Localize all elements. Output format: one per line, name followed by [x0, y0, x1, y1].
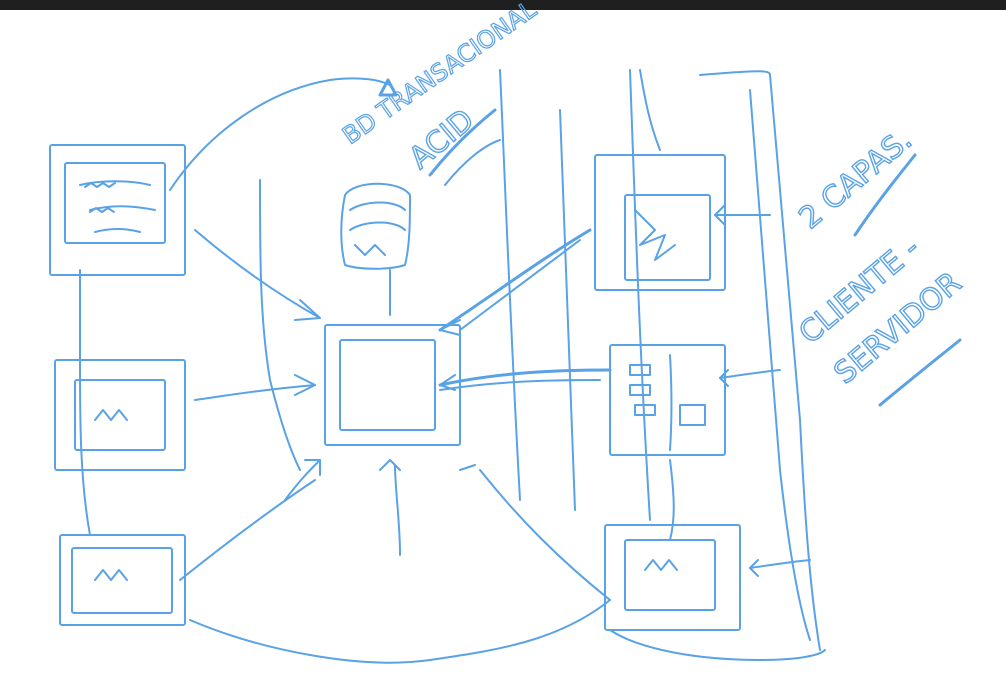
window-middle-left — [54, 359, 186, 471]
form-window-inner — [64, 162, 166, 244]
database-scribble — [349, 201, 406, 256]
arrowhead-top — [378, 78, 398, 97]
bottom-right-loop — [609, 629, 826, 661]
bottom-left-wave — [94, 569, 128, 581]
arrowhead-split — [719, 369, 729, 387]
split-small-box-2 — [629, 384, 651, 396]
arrow-db-from-center — [394, 464, 401, 556]
split-small-box-1 — [629, 364, 651, 376]
arrowhead-mid-left — [294, 374, 316, 396]
right-inner-vertical — [749, 89, 811, 641]
left-connector-line — [259, 179, 301, 471]
vertical-line-4 — [669, 459, 675, 541]
window-middle-left-inner — [74, 379, 166, 451]
vertical-line-1 — [499, 69, 521, 501]
acid-strike-scribble — [444, 139, 501, 186]
arrow-top-left-to-center — [194, 229, 321, 319]
database-shape — [340, 182, 411, 270]
server-window-top-right — [594, 154, 726, 291]
split-divider — [669, 354, 673, 451]
layers-underline — [853, 153, 917, 237]
form-bar-1 — [79, 180, 151, 186]
vertical-line-2 — [559, 109, 576, 511]
bottom-right-wave — [644, 559, 678, 571]
server-window-inner — [624, 194, 711, 281]
arrowhead-bottom-center — [379, 459, 401, 471]
split-small-box-4 — [679, 404, 706, 426]
outer-loop-line — [189, 469, 611, 664]
arrowhead-right-to-center-2 — [439, 374, 456, 391]
arrow-into-split-window — [719, 369, 781, 379]
split-window-right — [609, 344, 726, 456]
middle-left-wave — [94, 409, 128, 421]
left-windows-connector — [78, 269, 91, 536]
center-app-window — [324, 324, 461, 446]
arrow-bottom-left-up — [284, 459, 321, 501]
form-bar-3 — [94, 228, 141, 233]
window-bottom-left-inner — [71, 547, 173, 614]
arrow-server-to-center-2 — [459, 239, 581, 331]
form-scribble-1 — [84, 182, 116, 188]
window-bottom-right — [604, 524, 741, 631]
server-top-arrow-line — [639, 69, 661, 151]
arrowhead-server — [714, 204, 726, 226]
window-bottom-right-inner — [624, 539, 716, 611]
window-top-bar — [0, 0, 1006, 10]
arrowhead-top-left — [294, 299, 321, 321]
arrow-split-to-center — [438, 368, 612, 387]
arrow-bottom-right-up — [459, 464, 476, 471]
top-arc-line — [169, 77, 391, 191]
form-window-top-left — [49, 144, 186, 276]
arrow-mid-left-to-center — [194, 384, 316, 401]
form-scribble-2 — [89, 207, 115, 213]
arrowhead-right-to-center-1 — [439, 319, 461, 336]
arrowhead-bottom-right — [749, 559, 759, 577]
layers-label-text: 2 CAPAS. — [793, 122, 919, 236]
arrow-into-bottom-right — [749, 559, 811, 569]
center-app-window-inner — [339, 339, 436, 431]
server-scribble — [634, 209, 676, 261]
arrowhead-bottom-left — [304, 459, 321, 476]
server-underline — [878, 338, 962, 407]
arrow-split-to-center-2 — [439, 379, 601, 391]
right-vertical-boundary — [699, 70, 821, 651]
acid-underline-scribble — [428, 108, 497, 177]
left-bottom-line — [179, 479, 316, 581]
acid-label-text: ACID — [403, 102, 481, 176]
window-bottom-left — [59, 534, 186, 626]
split-small-box-3 — [634, 404, 656, 416]
arrow-server-to-center-1 — [438, 228, 592, 332]
vertical-line-3 — [629, 69, 651, 521]
